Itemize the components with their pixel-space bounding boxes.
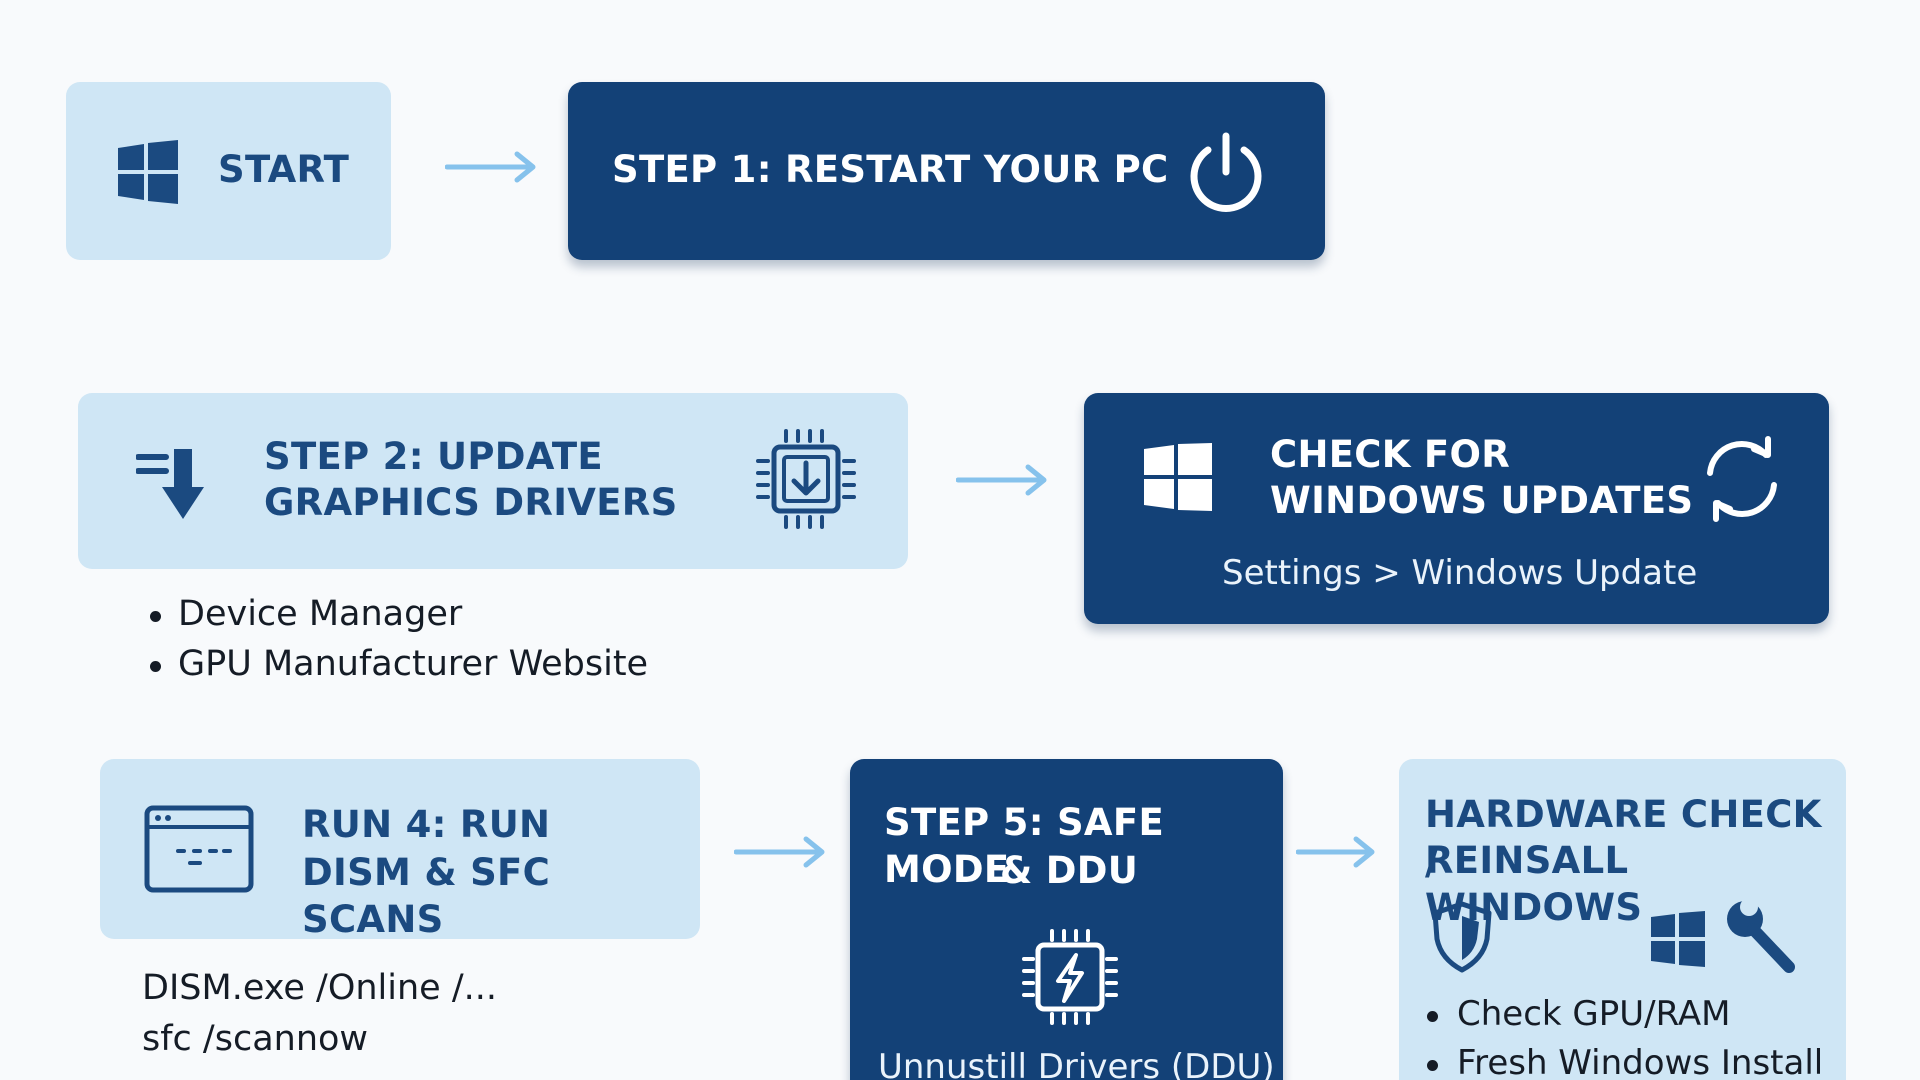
list-item: GPU Manufacturer Website (146, 639, 648, 689)
step3-line1: CHECK FOR (1270, 433, 1511, 476)
hardware-node: HARDWARE CHECK / REINSALL WINDOWS Check … (1399, 759, 1846, 1080)
windows-icon (1144, 443, 1212, 515)
arrow-step4-to-step5 (734, 836, 825, 868)
windows-icon (1651, 911, 1705, 971)
shield-icon (1431, 901, 1493, 977)
hardware-bullets: Check GPU/RAM Fresh Windows Install (1423, 990, 1823, 1080)
step5-line1: STEP 5: SAFE MODE (884, 801, 1165, 891)
hardware-line1: HARDWARE CHECK / (1425, 793, 1822, 883)
start-label: START (218, 148, 350, 191)
step3-node: CHECK FOR WINDOWS UPDATES Settings > Win… (1084, 393, 1829, 624)
download-arrow-icon (135, 445, 220, 527)
list-item: Device Manager (146, 589, 648, 639)
hardware-line2: REINSALL WINDOWS (1425, 839, 1643, 929)
windows-icon (118, 140, 178, 208)
chip-bolt-icon (1022, 929, 1118, 1029)
step2-bullets: Device Manager GPU Manufacturer Website (146, 589, 648, 689)
terminal-window-icon (144, 805, 254, 897)
power-icon (1186, 132, 1266, 218)
step1-node: STEP 1: RESTART YOUR PC (568, 82, 1325, 260)
step2-node: STEP 2: UPDATE GRAPHICS DRIVERS (78, 393, 908, 569)
arrow-step5-to-hardware (1296, 836, 1375, 868)
start-node: START (66, 82, 391, 260)
step3-line2: WINDOWS UPDATES (1270, 479, 1694, 522)
step2-line2: GRAPHICS DRIVERS (264, 481, 678, 524)
arrow-step2-to-step3 (956, 464, 1047, 496)
step4-commands: DISM.exe /Online /... sfc /scannow (142, 963, 497, 1065)
sfc-command: sfc /scannow (142, 1019, 369, 1059)
list-item: Check GPU/RAM (1423, 990, 1823, 1039)
step3-path: Settings > Windows Update (1222, 553, 1698, 593)
step4-node: RUN 4: RUN DISM & SFC SCANS (100, 759, 700, 941)
list-item: Fresh Windows Install (1423, 1039, 1823, 1080)
wrench-icon (1721, 895, 1801, 983)
dism-command: DISM.exe /Online /... (142, 968, 498, 1008)
arrow-start-to-step1 (445, 151, 536, 183)
step5-line2: & DDU (1000, 849, 1139, 892)
refresh-icon (1694, 433, 1790, 529)
step5-caption: Unnustill Drivers (DDU) (878, 1047, 1275, 1080)
step2-line1: STEP 2: UPDATE (264, 435, 603, 478)
step4-line2: DISM & SFC SCANS (302, 851, 551, 941)
gpu-chip-download-icon (754, 427, 858, 535)
step4-line1: RUN 4: RUN (302, 803, 551, 846)
step1-label: STEP 1: RESTART YOUR PC (612, 148, 1169, 191)
step5-node: STEP 5: SAFE MODE & DDU Unnustill Driver… (850, 759, 1283, 1080)
